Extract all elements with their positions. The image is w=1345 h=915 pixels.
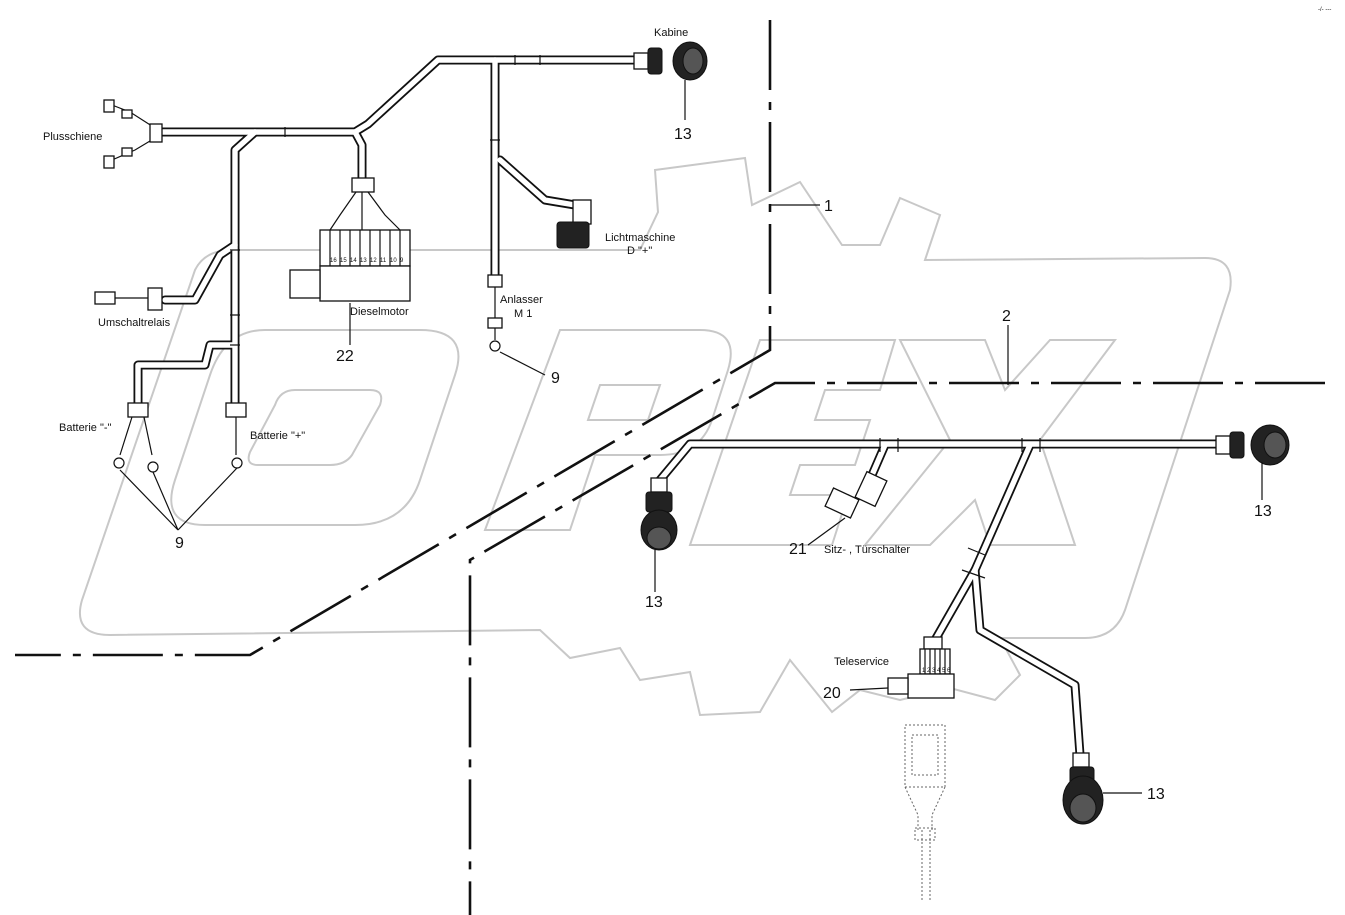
callout-21: 21 — [789, 541, 807, 558]
leader-lines — [119, 80, 1263, 794]
watermark-gear — [78, 156, 1232, 717]
callout-9-batterie: 9 — [175, 535, 184, 552]
centerline-2 — [468, 381, 1325, 915]
label-plusschiene: Plusschiene — [43, 131, 102, 143]
pin-label: 14 — [350, 258, 357, 264]
pin-label: 12 — [370, 258, 377, 264]
callout-9-anlasser: 9 — [551, 370, 560, 387]
watermark-letter-e — [688, 339, 897, 546]
callout-1: 1 — [824, 198, 833, 215]
callout-numbers: 13 1 2 22 9 9 13 13 21 20 13 — [175, 126, 1272, 803]
label-sitz-tuerschalter: Sitz- , Türschalter — [824, 544, 910, 556]
harness-2 — [640, 424, 1290, 900]
centerline-1 — [15, 20, 772, 657]
pin-label: 16 — [330, 258, 337, 264]
watermark-logo — [78, 156, 1232, 717]
label-teleservice: Teleservice — [834, 656, 889, 668]
callout-13-kabine: 13 — [674, 126, 692, 143]
pin-label: 3 — [932, 668, 936, 674]
label-umschaltrelais: Umschaltrelais — [98, 317, 171, 329]
corner-mark: -/- --- — [1318, 7, 1331, 13]
callout-13-right: 13 — [1254, 503, 1272, 520]
label-batterie-plus: Batterie "+" — [250, 430, 305, 442]
pin-label: 9 — [400, 258, 404, 264]
pin-label: 5 — [942, 668, 946, 674]
label-lichtmaschine: Lichtmaschine — [605, 232, 675, 244]
watermark-letter-o — [170, 329, 460, 526]
pin-label: 6 — [947, 668, 951, 674]
dash-dot-lines — [15, 20, 1325, 915]
pin-label: 2 — [927, 668, 931, 674]
watermark-letter-x — [862, 339, 1117, 546]
component-labels: Kabine Plusschiene Lichtmaschine D "+" A… — [43, 27, 910, 668]
pin-label: 13 — [360, 258, 367, 264]
teleservice-pin-numbers: 1 2 3 4 5 6 — [922, 668, 951, 674]
pin-label: 15 — [340, 258, 347, 264]
pin-label: 10 — [390, 258, 397, 264]
label-kabine: Kabine — [654, 27, 688, 39]
dieselmotor-pin-numbers: 16 15 14 13 12 11 10 9 — [330, 258, 404, 264]
pin-label: 11 — [380, 258, 387, 264]
callout-20: 20 — [823, 685, 841, 702]
callout-2: 2 — [1002, 308, 1011, 325]
callout-13-bottom: 13 — [1147, 786, 1165, 803]
pin-label: 1 — [922, 668, 926, 674]
label-anlasser-sub: M 1 — [514, 308, 532, 320]
harness-1 — [94, 41, 708, 473]
label-lichtmaschine-sub: D "+" — [627, 245, 652, 257]
label-batterie-minus: Batterie "-" — [59, 422, 112, 434]
callout-22: 22 — [336, 348, 354, 365]
label-dieselmotor: Dieselmotor — [350, 306, 409, 318]
pin-label: 4 — [937, 668, 941, 674]
callout-13-left: 13 — [645, 594, 663, 611]
label-anlasser: Anlasser — [500, 294, 543, 306]
